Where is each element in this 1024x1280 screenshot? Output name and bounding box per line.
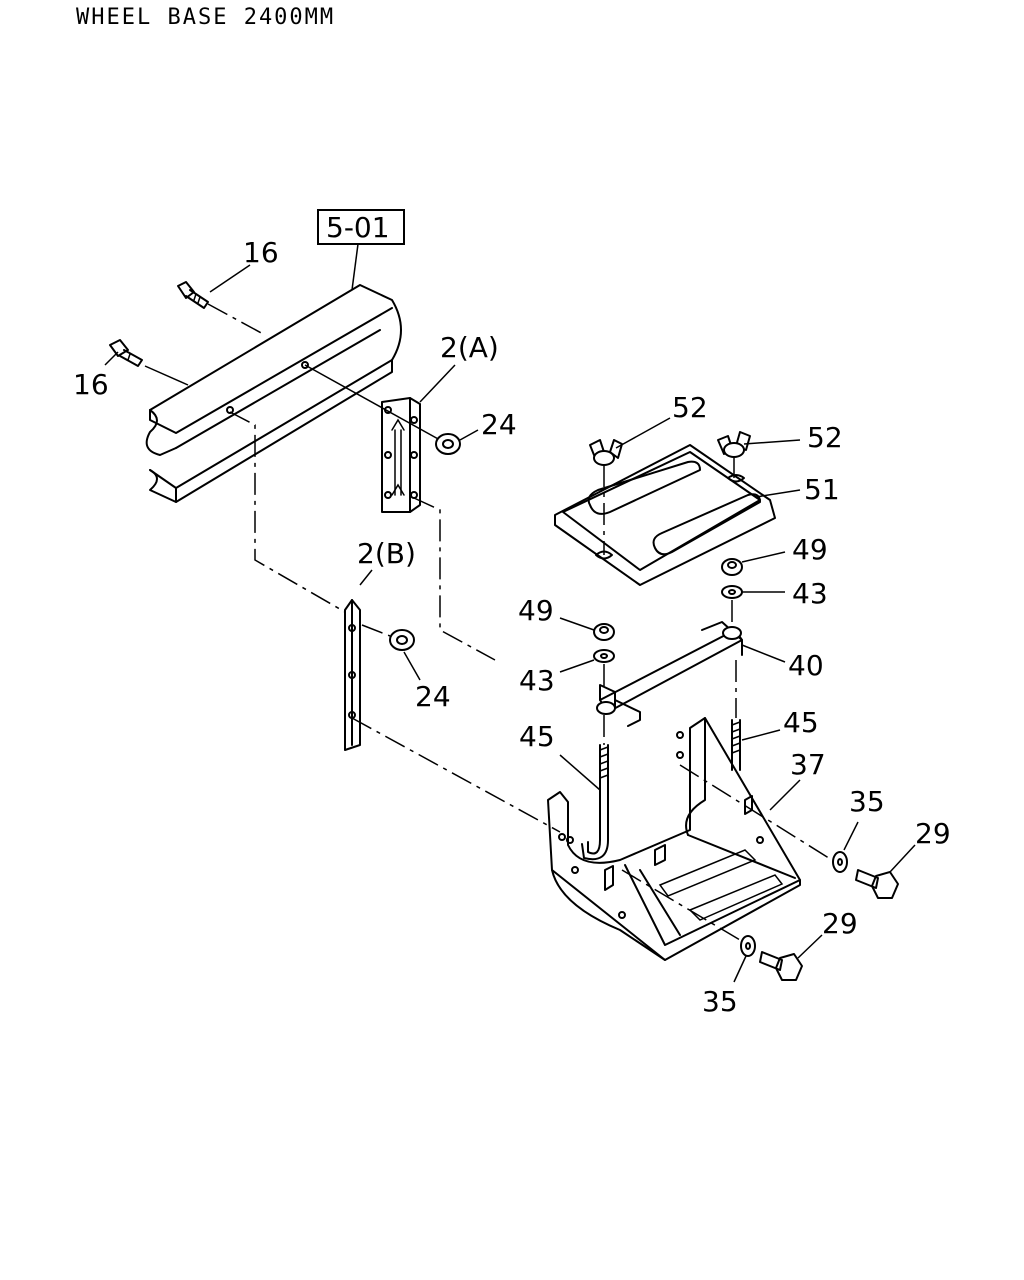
- bolt-29-right: [855, 869, 899, 899]
- washer-35-right: [832, 851, 848, 873]
- callout-29-bottom: 29: [822, 907, 858, 940]
- callout-52-right: 52: [807, 421, 843, 454]
- bolt-16-top: [177, 281, 209, 309]
- frame-rail: [145, 284, 402, 503]
- flange-nut-24-b: [389, 629, 415, 651]
- callout-49-left: 49: [518, 594, 554, 627]
- callout-45-right: 45: [783, 706, 819, 739]
- callout-45-left: 45: [519, 720, 555, 753]
- callout-2a: 2(A): [440, 331, 499, 364]
- nut-49-left: [593, 623, 615, 641]
- callout-43-left: 43: [519, 664, 555, 697]
- clamp-bar-40: [596, 621, 743, 727]
- reference-box-5-01[interactable]: 5-01: [317, 209, 405, 245]
- flange-nut-24-a: [435, 433, 461, 455]
- callout-52-left: 52: [672, 391, 708, 424]
- callout-35-bottom: 35: [702, 985, 738, 1018]
- callout-51: 51: [804, 473, 840, 506]
- callout-29-right: 29: [915, 817, 951, 850]
- nut-49-right: [721, 558, 743, 576]
- callout-37: 37: [790, 748, 826, 781]
- bolt-29-bottom: [759, 951, 803, 981]
- j-bolt-45-right: [731, 719, 741, 771]
- callout-43-right: 43: [792, 577, 828, 610]
- callout-24-a: 24: [481, 408, 517, 441]
- bolt-16-left: [109, 339, 143, 367]
- hold-down-plate-51: [554, 444, 776, 586]
- callout-24-b: 24: [415, 680, 451, 713]
- callout-16-left: 16: [73, 368, 109, 401]
- callout-49-right: 49: [792, 533, 828, 566]
- callout-2b: 2(B): [357, 537, 416, 570]
- washer-35-bottom: [740, 935, 756, 957]
- callout-16-top: 16: [243, 236, 279, 269]
- callout-40: 40: [788, 649, 824, 682]
- callout-35-right: 35: [849, 785, 885, 818]
- bracket-2b: [344, 599, 361, 751]
- washer-43-right: [721, 585, 743, 599]
- diagram-title: WHEEL BASE 2400MM: [76, 5, 335, 30]
- wing-nut-52-right: [717, 431, 751, 458]
- washer-43-left: [593, 649, 615, 663]
- wing-nut-52-left: [589, 439, 623, 466]
- battery-tray-37: [547, 717, 801, 961]
- j-bolt-45-left: [581, 744, 609, 861]
- reference-box-label: 5-01: [326, 211, 390, 244]
- bracket-2a: [381, 397, 421, 513]
